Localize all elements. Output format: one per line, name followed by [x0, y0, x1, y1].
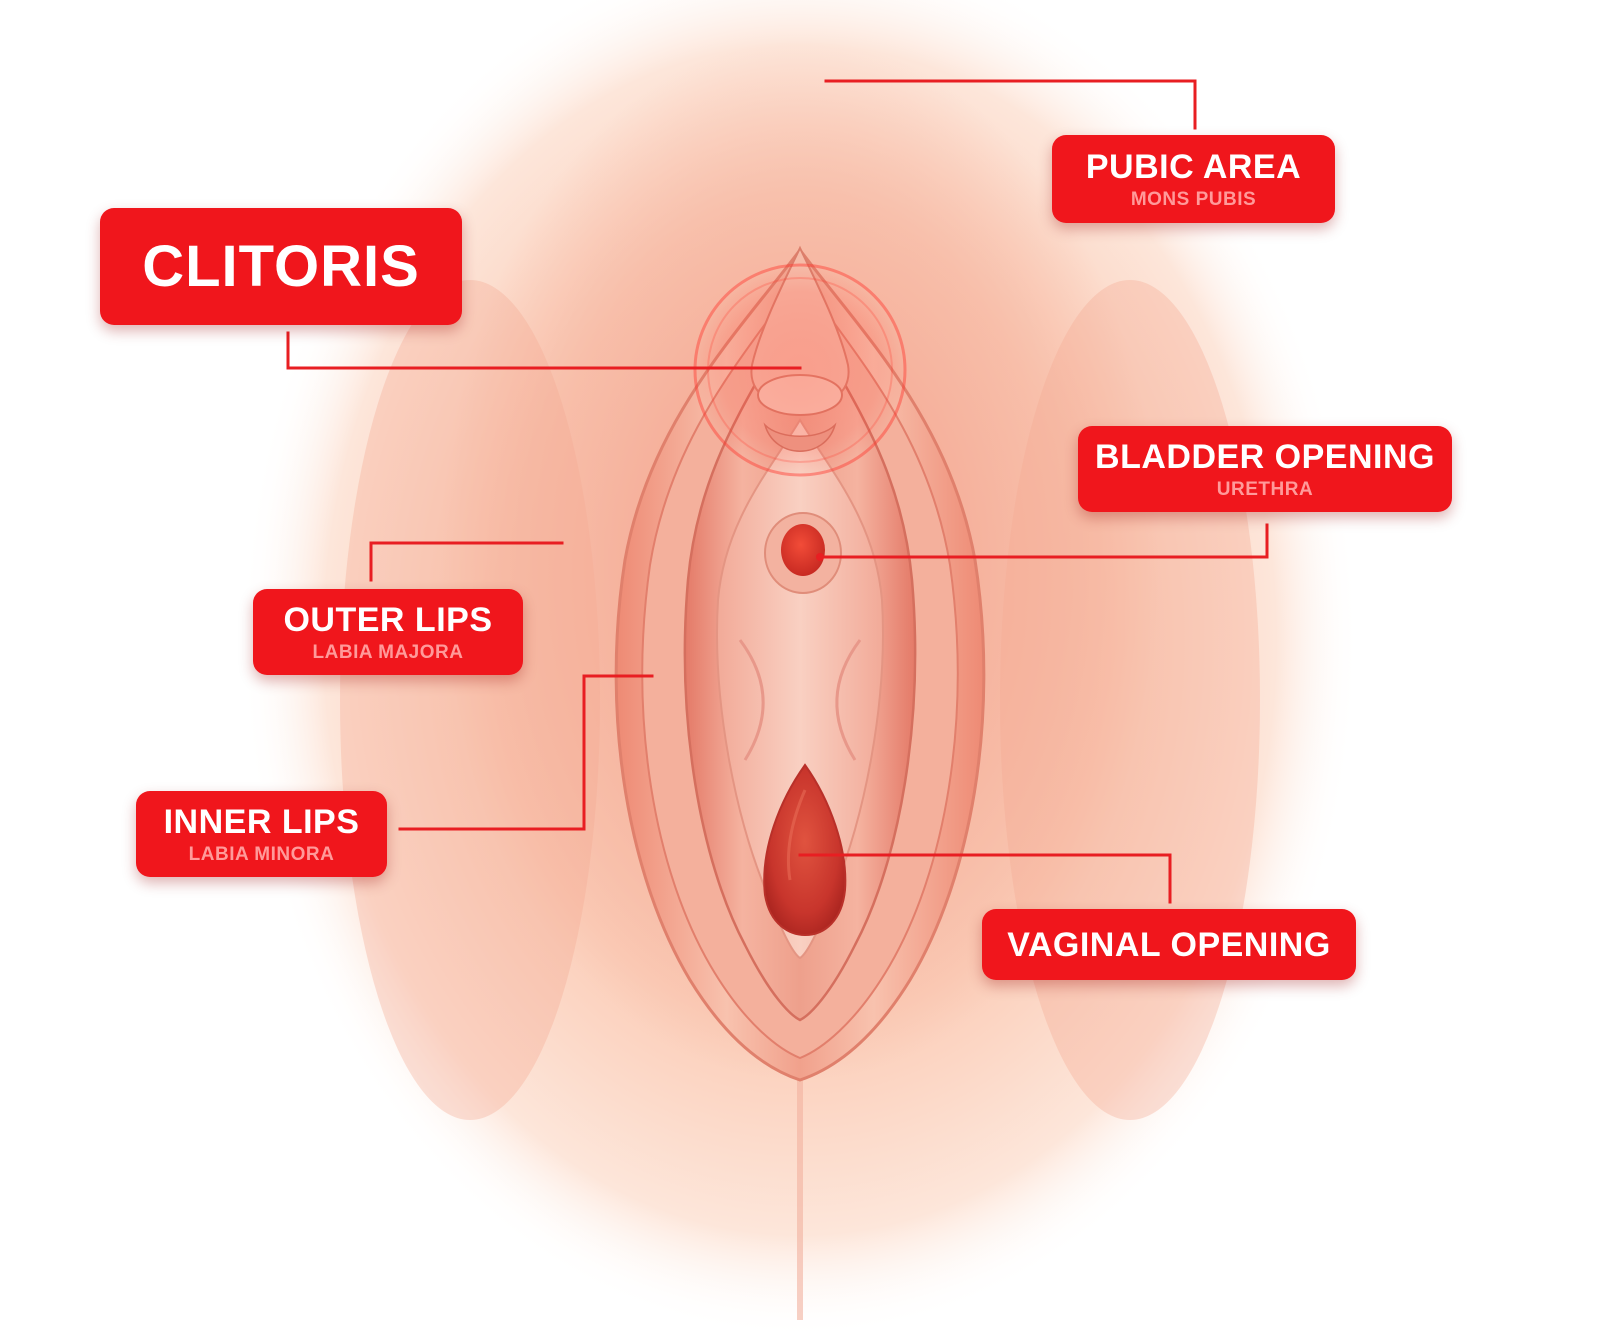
pubic-area-title: PUBIC AREA	[1085, 147, 1302, 186]
inner-lips-title: INNER LIPS	[163, 802, 360, 841]
inner-lips-label: INNER LIPS LABIA MINORA	[136, 791, 387, 877]
inner-lips-subtitle: LABIA MINORA	[188, 843, 335, 865]
pubic-area-label: PUBIC AREA MONS PUBIS	[1052, 135, 1335, 223]
clitoris-label: CLITORIS	[100, 208, 462, 325]
outer-lips-label: OUTER LIPS LABIA MAJORA	[253, 589, 523, 675]
vaginal-opening-title: VAGINAL OPENING	[1007, 925, 1331, 964]
bladder-opening-title: BLADDER OPENING	[1095, 437, 1435, 476]
clitoris-title: CLITORIS	[142, 233, 420, 299]
vaginal-opening-label: VAGINAL OPENING	[982, 909, 1356, 980]
bladder-opening-subtitle: URETHRA	[1216, 478, 1314, 500]
pubic-area-subtitle: MONS PUBIS	[1130, 188, 1257, 210]
bladder-opening-label: BLADDER OPENING URETHRA	[1078, 426, 1452, 512]
outer-lips-subtitle: LABIA MAJORA	[312, 641, 464, 663]
outer-lips-title: OUTER LIPS	[283, 600, 493, 639]
